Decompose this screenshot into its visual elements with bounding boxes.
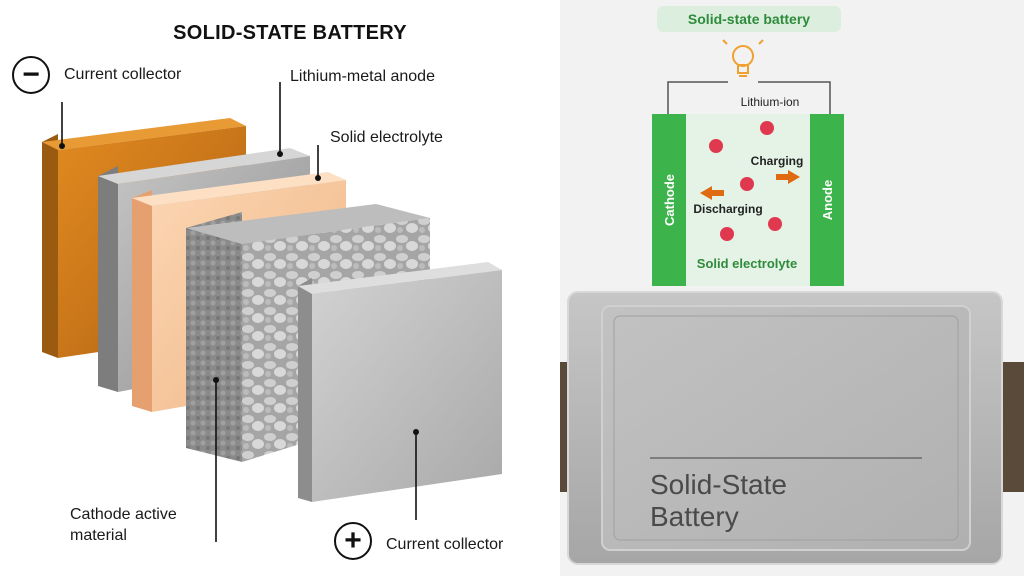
leader-dot — [277, 151, 283, 157]
label-cathode-line1: Cathode active — [70, 506, 177, 523]
cathode-label: Cathode — [662, 174, 677, 226]
leader-dot — [213, 377, 219, 383]
schematic-title: Solid-state battery — [657, 6, 841, 32]
lithium-ion-dot — [760, 121, 774, 135]
anode-electrode — [810, 114, 844, 286]
leader-dot — [59, 143, 65, 149]
leader-dot — [315, 175, 321, 181]
lightbulb-icon — [722, 39, 764, 77]
battery-label-line2: Battery — [650, 501, 739, 532]
positive-terminal-icon: + — [334, 522, 372, 560]
cathode-electrode — [652, 114, 686, 286]
lithium-ion-label: Lithium-ion — [741, 95, 800, 109]
charging-arrow-icon — [776, 170, 800, 184]
circuit-wire — [667, 81, 831, 114]
lithium-ion-dot — [768, 217, 782, 231]
diagram-title: SOLID-STATE BATTERY — [173, 22, 407, 44]
lithium-ion-dot — [720, 227, 734, 241]
lithium-ion-dot — [709, 139, 723, 153]
battery-label-line1: Solid-State — [650, 469, 787, 500]
battery-pouch-edge — [613, 315, 959, 541]
discharging-label: Discharging — [693, 202, 762, 216]
exploded-layers-svg — [42, 82, 502, 542]
solid-electrolyte-label: Solid electrolyte — [697, 256, 797, 271]
schematic-and-photo-svg: Lithium-ion Charging Discharging Solid e… — [560, 39, 1024, 565]
label-solid-electrolyte: Solid electrolyte — [330, 129, 443, 146]
battery-photo — [560, 291, 1024, 565]
battery-pouch-top — [601, 305, 971, 551]
label-lithium-metal-anode: Lithium-metal anode — [290, 68, 435, 85]
negative-terminal-icon: − — [12, 56, 50, 94]
charging-label: Charging — [751, 154, 804, 168]
anode-label: Anode — [820, 180, 835, 220]
label-cathode-line2: material — [70, 527, 127, 544]
discharging-arrow-icon — [700, 186, 724, 200]
leader-dot — [413, 429, 419, 435]
lithium-ion-dot — [740, 177, 754, 191]
aluminium-current-collector-layer — [298, 262, 502, 502]
label-current-collector-negative: Current collector — [64, 66, 182, 83]
label-current-collector-positive: Current collector — [386, 536, 504, 553]
